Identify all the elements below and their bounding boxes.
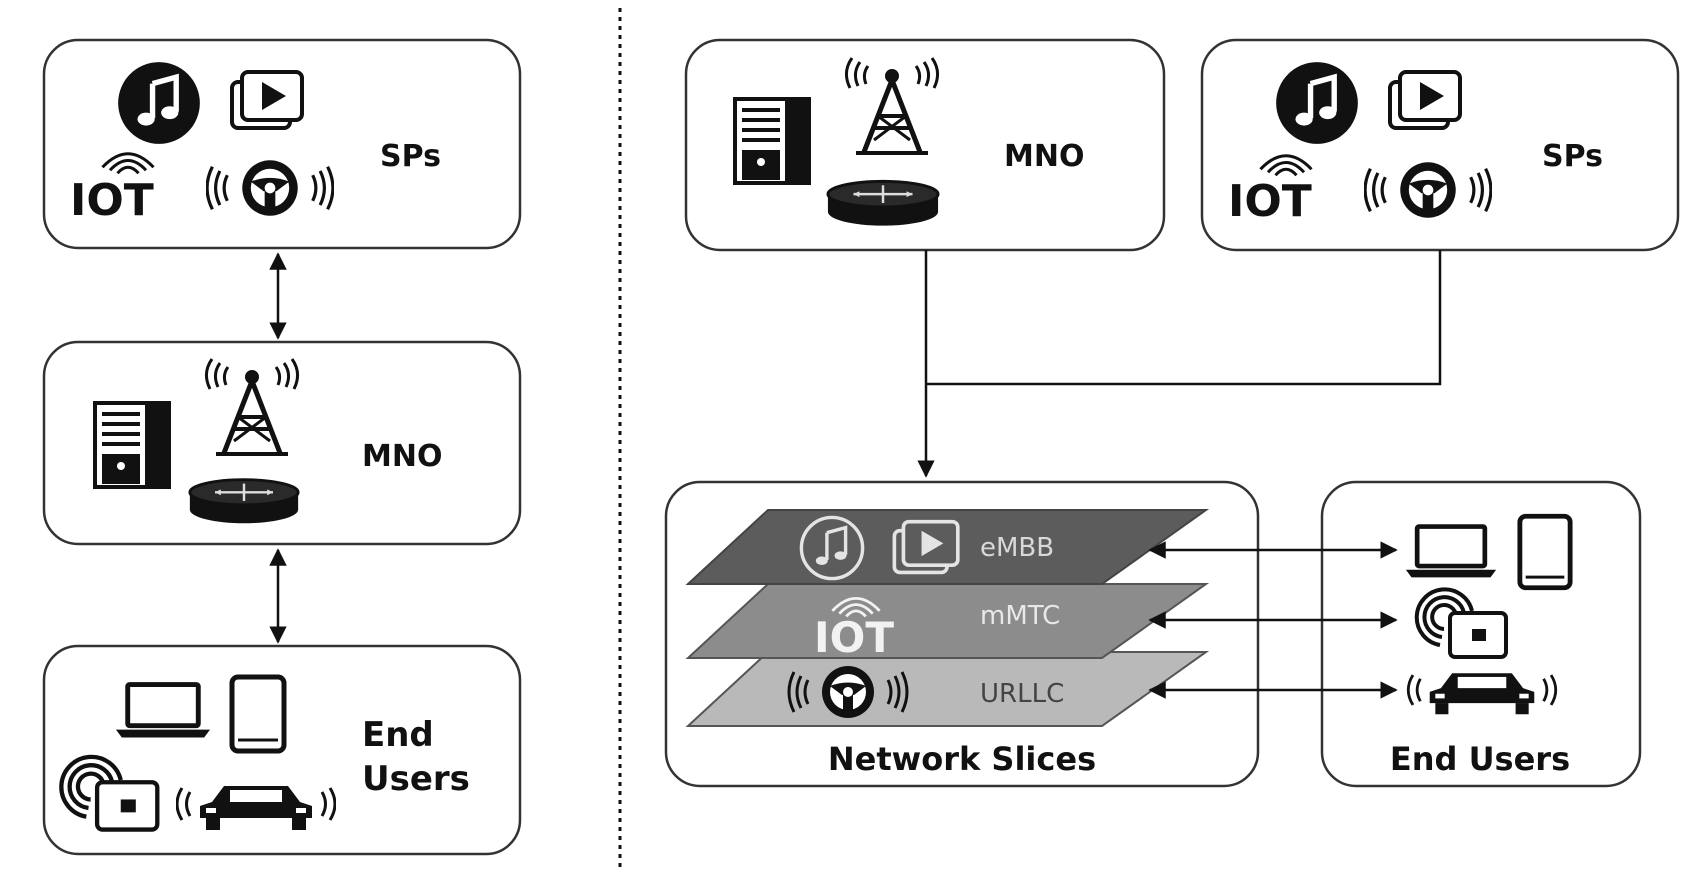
left-end-users-label-line2: Users [362,759,470,799]
iot-icon: IOT [70,175,154,226]
slice-embb: eMBB [685,509,1210,585]
iot-icon: IOT [1228,176,1312,227]
music-icon [1276,62,1358,144]
server-icon [95,403,169,487]
right-sps-box: IOT SPs [1200,38,1680,252]
video-icon [892,519,960,575]
server-icon [735,99,809,183]
left-end-users-box: End Users [42,644,522,856]
video-icon [1388,70,1462,130]
network-slices-box: URLLC IOT mMTC eMBB Network Slices [664,480,1260,788]
right-end-users-box: End Users [1320,480,1642,788]
music-icon [118,62,200,144]
right-panel: MNO IOT SPs URLLC [664,38,1680,788]
right-end-users-label: End Users [1390,740,1570,778]
slice-mmtc: IOT mMTC [685,583,1210,662]
right-mno-box: MNO [684,38,1166,252]
router-icon [188,478,300,525]
iot-icon: IOT [814,613,894,662]
slice-mmtc-label: mMTC [980,601,1060,631]
left-mno-label: MNO [362,439,442,474]
right-connector [917,250,1442,478]
slice-embb-label: eMBB [980,533,1054,563]
left-panel: IOT SPs MNO End Users [42,38,522,856]
right-mno-label: MNO [1004,139,1084,174]
left-sps-label: SPs [380,139,441,174]
slice-urllc-label: URLLC [980,679,1064,709]
left-mno-box: MNO [42,340,522,546]
network-slices-label: Network Slices [828,740,1096,778]
video-icon [230,70,304,130]
tablet-icon [232,677,284,751]
tablet-icon [1520,516,1570,588]
left-end-users-label-line1: End [362,715,434,755]
left-sps-box: IOT SPs [42,38,522,250]
right-sps-label: SPs [1542,139,1603,174]
router-icon [826,179,940,228]
